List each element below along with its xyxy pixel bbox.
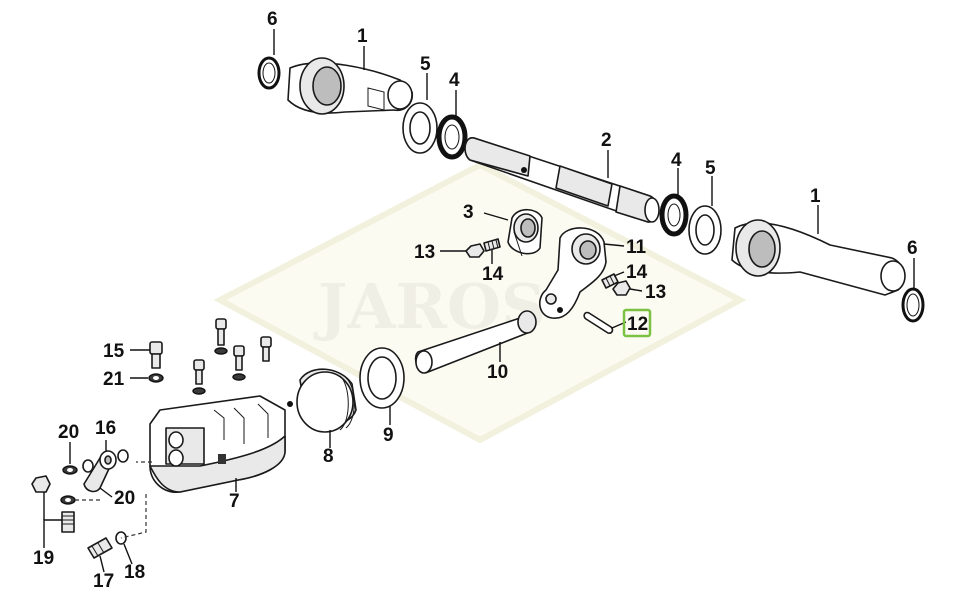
part-circlip-lower bbox=[901, 287, 925, 323]
highlight-box bbox=[622, 308, 652, 338]
part-piston-rod bbox=[414, 310, 537, 374]
part-piston-seal bbox=[359, 347, 405, 409]
part-washer-lower bbox=[688, 205, 722, 255]
callout-2: 2 bbox=[601, 130, 612, 151]
callout-13-right: 13 bbox=[645, 282, 666, 303]
callout-12: 12 bbox=[627, 314, 648, 335]
part-seal-upper bbox=[436, 114, 468, 160]
callout-11: 11 bbox=[626, 237, 647, 258]
callout-20-bottom: 20 bbox=[114, 488, 135, 509]
callout-15: 15 bbox=[103, 341, 125, 362]
callout-6-upper: 6 bbox=[267, 9, 278, 30]
callout-14-left: 14 bbox=[482, 264, 504, 285]
part-pin bbox=[583, 311, 614, 334]
part-collar bbox=[507, 208, 543, 257]
callout-16: 16 bbox=[95, 418, 116, 439]
part-washer-20-bottom bbox=[60, 495, 76, 505]
part-lift-arm-lower bbox=[731, 219, 906, 296]
callout-9: 9 bbox=[383, 425, 394, 446]
callout-8: 8 bbox=[323, 446, 334, 467]
callout-labels: 1 1 2 3 4 4 5 5 6 6 7 8 9 10 11 12 13 13… bbox=[33, 9, 918, 592]
callout-1-upper: 1 bbox=[357, 26, 368, 47]
leader-lines bbox=[43, 29, 915, 573]
callout-10: 10 bbox=[487, 362, 508, 383]
part-bolt-15 bbox=[149, 341, 163, 369]
watermark: JAROS bbox=[213, 161, 747, 444]
part-lever bbox=[539, 227, 607, 319]
callout-19: 19 bbox=[33, 548, 54, 569]
callout-13-left: 13 bbox=[414, 242, 435, 263]
callout-7: 7 bbox=[229, 491, 240, 512]
callout-20-top: 20 bbox=[58, 422, 79, 443]
callout-6-lower: 6 bbox=[907, 238, 918, 259]
part-banjo-bolt bbox=[31, 475, 75, 533]
callout-1-lower: 1 bbox=[810, 186, 821, 207]
part-banjo-fitting bbox=[83, 450, 117, 493]
callout-5-upper: 5 bbox=[420, 54, 431, 75]
part-washer-upper bbox=[402, 102, 438, 154]
part-screw-left bbox=[483, 238, 501, 252]
part-washer-21 bbox=[148, 373, 164, 383]
part-seal-lower bbox=[659, 193, 689, 237]
callout-4-upper: 4 bbox=[449, 70, 460, 91]
callout-21: 21 bbox=[103, 369, 125, 390]
part-piston bbox=[287, 368, 357, 433]
callout-17: 17 bbox=[93, 571, 114, 592]
part-screw-set bbox=[192, 318, 272, 395]
part-washer-20-top bbox=[62, 449, 129, 475]
part-cross-shaft bbox=[464, 137, 660, 223]
callout-14-right: 14 bbox=[626, 262, 648, 283]
callout-3: 3 bbox=[463, 202, 474, 223]
part-circlip-upper bbox=[257, 56, 281, 90]
callout-5-lower: 5 bbox=[705, 158, 716, 179]
part-nut-right bbox=[612, 280, 631, 296]
part-lift-arm-upper bbox=[287, 57, 414, 115]
part-cylinder-housing bbox=[149, 395, 286, 493]
part-union bbox=[87, 537, 113, 559]
callout-18: 18 bbox=[124, 562, 145, 583]
callout-4-lower: 4 bbox=[671, 150, 682, 171]
part-screw-right bbox=[601, 273, 619, 289]
